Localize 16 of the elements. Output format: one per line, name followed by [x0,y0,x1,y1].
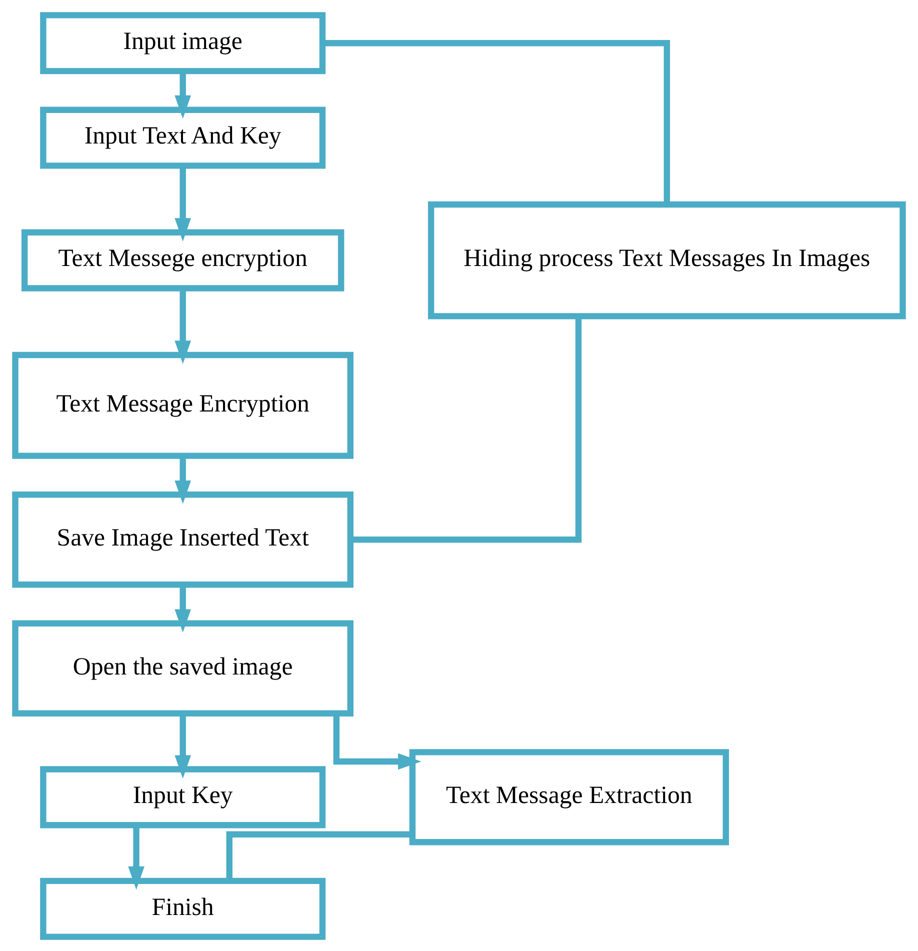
arrow [174,166,191,241]
connector [350,316,582,542]
connector [226,830,412,880]
node-box: Text Message Extraction [409,748,729,845]
connector [322,40,670,204]
node-box: Text Messege encryption [21,228,344,291]
node-box: Save Image Inserted Text [12,491,354,588]
node-box: Input Text And Key [40,106,326,168]
node-box: Hiding process Text Messages In Images [428,200,906,319]
node-box: Open the saved image [12,620,354,716]
arrow [174,456,191,504]
arrow [174,71,191,118]
node-box: Text Message Encryption [12,351,354,458]
node-box: Finish [40,877,326,940]
node-box: Input image [40,12,326,74]
node-box: Input Key [40,766,326,828]
